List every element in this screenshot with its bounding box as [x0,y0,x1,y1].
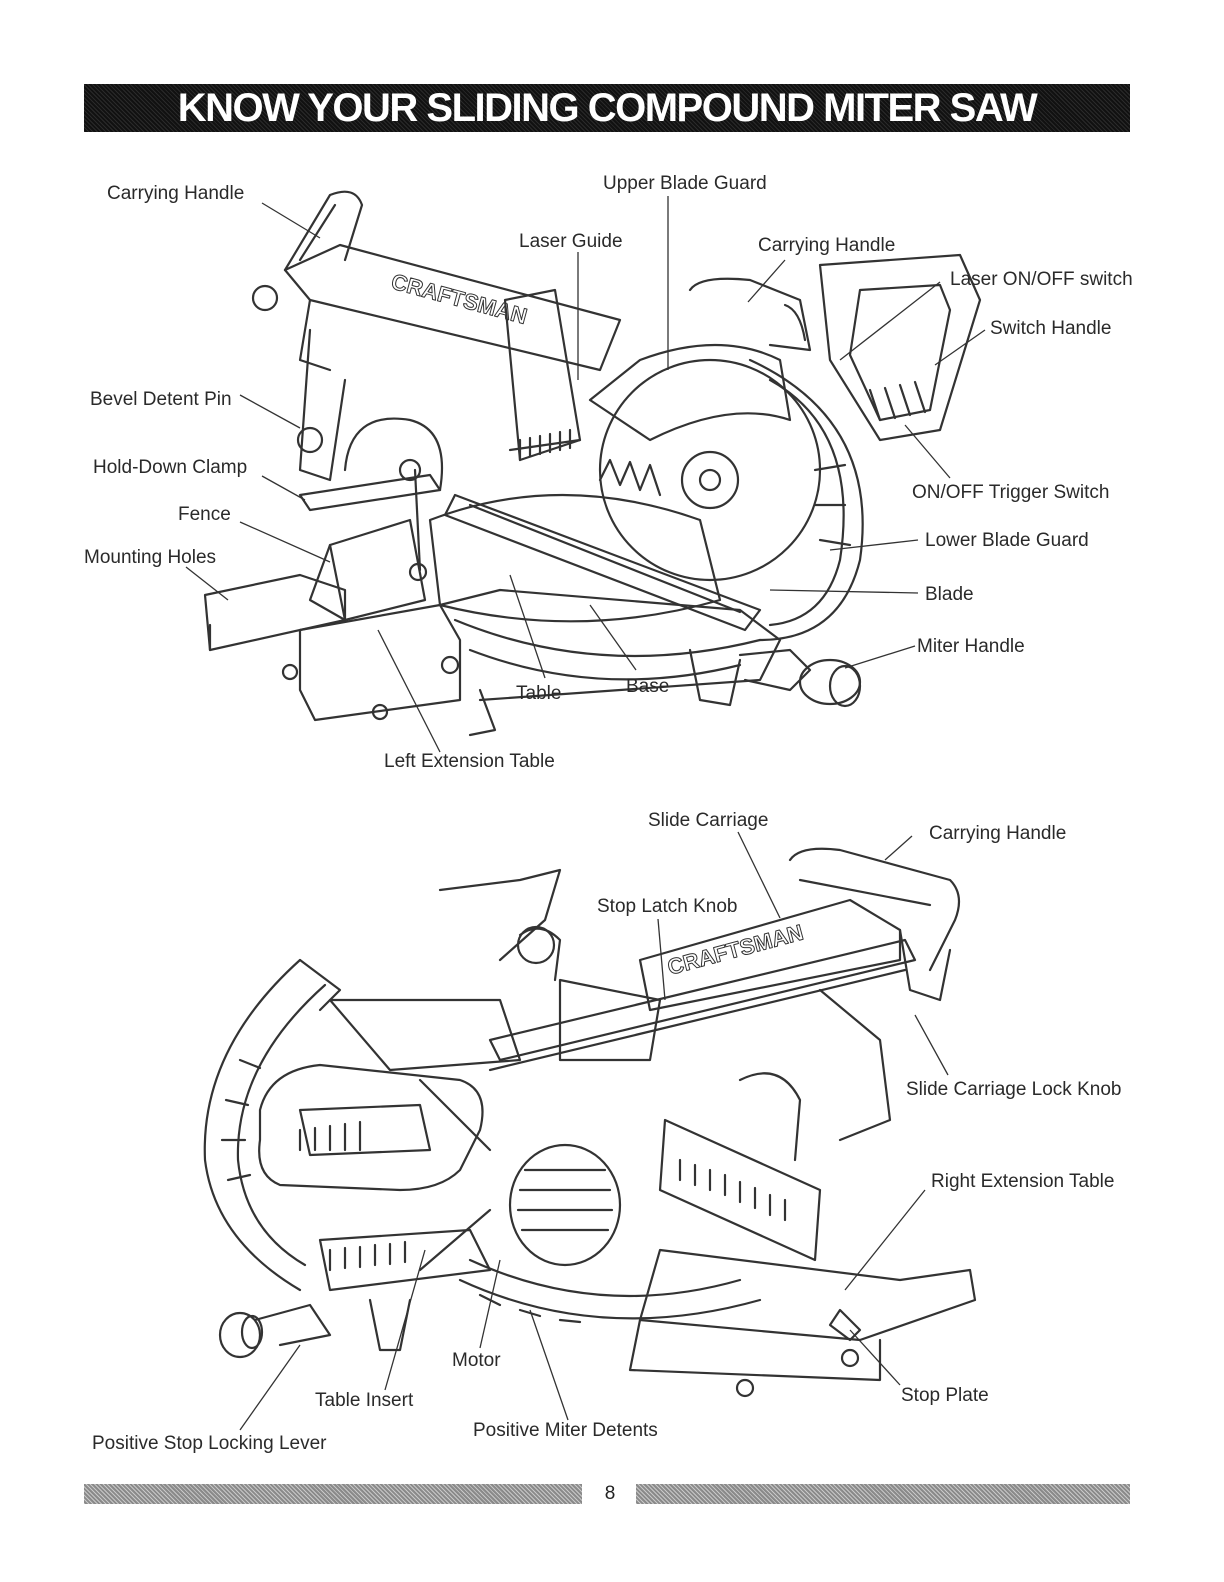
brand-marking-bottom: CRAFTSMAN [665,920,806,980]
label-miter-handle: Miter Handle [917,636,1025,657]
leader-lines [185,196,986,1431]
label-carrying-handle-left: Carrying Handle [107,183,245,204]
page-title: KNOW YOUR SLIDING COMPOUND MITER SAW [177,86,1038,130]
label-blade: Blade [925,584,974,605]
label-positive-miter-detents: Positive Miter Detents [473,1420,658,1441]
label-bevel-detent-pin: Bevel Detent Pin [90,389,232,410]
label-slide-carriage-lock-knob: Slide Carriage Lock Knob [906,1079,1122,1100]
label-lower-blade-guard: Lower Blade Guard [925,530,1089,551]
label-carrying-handle-right: Carrying Handle [758,235,896,256]
page-number: 8 [604,1483,616,1504]
footer-bar-left [84,1484,582,1504]
label-hold-down-clamp: Hold-Down Clamp [93,457,248,478]
label-table-insert: Table Insert [315,1390,414,1411]
label-stop-plate: Stop Plate [901,1385,989,1406]
label-laser-switch: Laser ON/OFF switch [950,269,1133,290]
label-fence: Fence [178,504,231,525]
label-motor: Motor [452,1350,501,1371]
label-right-extension-table: Right Extension Table [931,1171,1115,1192]
label-stop-latch-knob: Stop Latch Knob [597,896,738,917]
label-laser-guide: Laser Guide [519,231,623,252]
label-left-extension-table: Left Extension Table [384,751,555,772]
footer-bar-right [636,1484,1130,1504]
label-upper-blade-guard: Upper Blade Guard [603,173,767,194]
top-saw-illustration: CRAFTSMAN [203,190,982,737]
label-trigger-switch: ON/OFF Trigger Switch [912,482,1110,503]
label-table: Table [516,683,562,704]
label-carrying-handle-bottom: Carrying Handle [929,823,1067,844]
label-mounting-holes: Mounting Holes [84,547,217,568]
label-positive-stop-locking-lever: Positive Stop Locking Lever [92,1433,327,1454]
label-base: Base [626,676,670,697]
label-slide-carriage: Slide Carriage [648,810,769,831]
bottom-saw-illustration: CRAFTSMAN [203,847,977,1398]
title-bar: KNOW YOUR SLIDING COMPOUND MITER SAW [84,84,1130,132]
label-switch-handle: Switch Handle [990,318,1112,339]
